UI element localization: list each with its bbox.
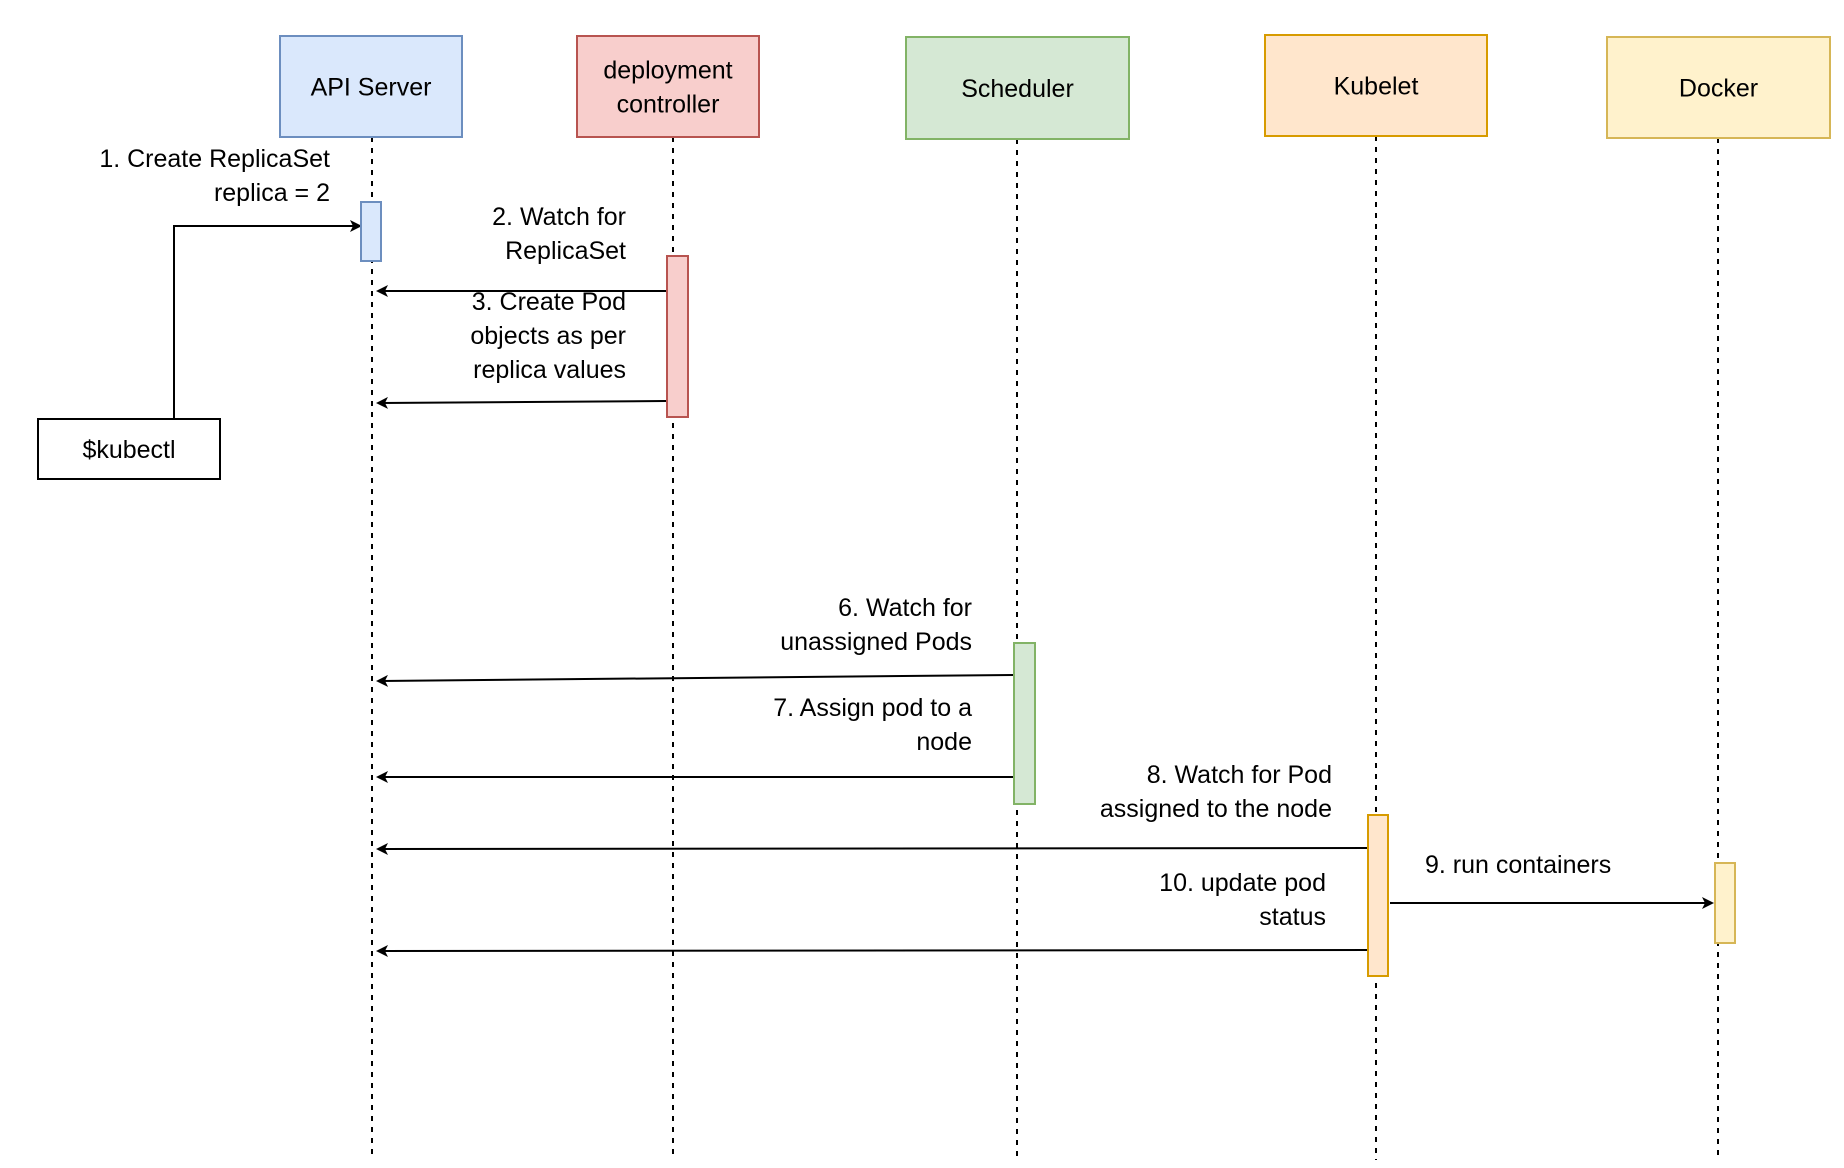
msg-3-label-line: 3. Create Pod (472, 288, 626, 316)
deployment-controller-box (576, 35, 760, 138)
deployment-controller-label-line: controller (617, 91, 720, 119)
msg-1-label-line: replica = 2 (214, 179, 330, 207)
api-server-label-line: API Server (311, 74, 432, 102)
docker-label: Docker (1679, 75, 1758, 103)
docker-box (1606, 36, 1831, 139)
deployment-controller-label: deployment controller (603, 57, 732, 119)
msg-3-label: 3. Create Pod objects as per replica value… (470, 288, 626, 384)
msg-7-label-line: node (916, 728, 972, 756)
msg-2-label-line: 2. Watch for (492, 203, 626, 231)
msg-6-label: 6. Watch for unassigned Pods (780, 594, 972, 656)
msg-7-label-line: 7. Assign pod to a (773, 694, 972, 722)
api-server-box (279, 35, 463, 138)
msg-8-arrow (376, 842, 1368, 855)
msg-8-label-line: 8. Watch for Pod (1147, 761, 1332, 789)
msg-7-label: 7. Assign pod to a node (773, 694, 972, 756)
docker-label-line: Docker (1679, 75, 1758, 103)
docker-activation-bar (1714, 862, 1736, 944)
msg-10-arrow (376, 944, 1368, 957)
msg-8-label-line: assigned to the node (1100, 795, 1332, 823)
msg-3-label-line: objects as per (470, 322, 626, 350)
msg-10-label: 10. update pod status (1159, 869, 1326, 931)
deployment-controller-label-line: deployment (603, 57, 732, 85)
kubelet-label: Kubelet (1334, 73, 1419, 101)
scheduler-label-line: Scheduler (961, 75, 1074, 103)
api-server-activation-bar (360, 201, 382, 262)
scheduler-box (905, 36, 1130, 140)
kubelet-box (1264, 34, 1488, 137)
msg-6-arrow (376, 674, 1014, 687)
kubectl-label: $kubectl (82, 436, 175, 464)
msg-10-label-line: status (1259, 903, 1326, 931)
msg-9-label: 9. run containers (1425, 851, 1611, 879)
msg-2-label-line: ReplicaSet (505, 237, 626, 265)
msg-6-label-line: 6. Watch for (838, 594, 972, 622)
msg-3-label-line: replica values (473, 356, 626, 384)
scheduler-label: Scheduler (961, 75, 1074, 103)
msg-3-arrow (376, 396, 667, 409)
msg-1-label: 1. Create ReplicaSet replica = 2 (99, 145, 330, 207)
api-server-label: API Server (311, 74, 432, 102)
scheduler-activation-bar (1013, 642, 1036, 805)
kubelet-label-line: Kubelet (1334, 73, 1419, 101)
kubectl-box (37, 418, 221, 480)
msg-8-label: 8. Watch for Pod assigned to the node (1100, 761, 1332, 823)
msg-1-arrow (173, 220, 362, 419)
msg-1-label-line: 1. Create ReplicaSet (99, 145, 330, 173)
deployment-controller-activation-bar (666, 255, 689, 418)
msg-9-label-line: 9. run containers (1425, 851, 1611, 879)
msg-6-label-line: unassigned Pods (780, 628, 972, 656)
msg-10-label-line: 10. update pod (1159, 869, 1326, 897)
kubelet-activation-bar (1367, 814, 1389, 977)
